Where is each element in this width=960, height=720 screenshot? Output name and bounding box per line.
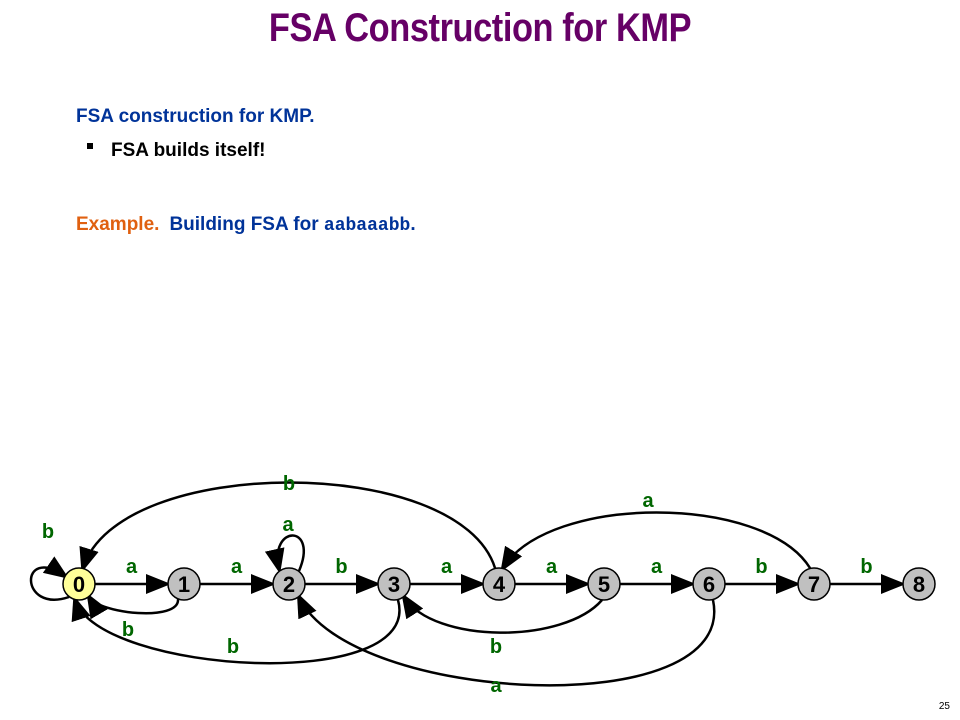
state-3 <box>377 567 411 601</box>
back-edge-7-4 <box>500 511 812 573</box>
edge-label-5-6: a <box>651 556 663 578</box>
edge-label-6-7: b <box>755 556 767 578</box>
edge-label-4-5: a <box>546 556 558 578</box>
edge-label-7-8: b <box>860 556 872 578</box>
back-edge-1-0 <box>86 592 180 620</box>
state-label-1: 1 <box>178 572 190 597</box>
back-edge-label-4-0: b <box>283 473 295 495</box>
bullet-marker <box>87 143 93 149</box>
state-label-7: 7 <box>808 572 820 597</box>
state-6 <box>692 567 726 601</box>
back-edge-label-5-3: b <box>490 636 502 658</box>
edge-label-2-3: b <box>335 556 347 578</box>
state-label-3: 3 <box>388 572 400 597</box>
back-edge-label-6-2: a <box>490 675 502 697</box>
page-number: 25 <box>938 701 950 712</box>
back-edge-6-2 <box>296 592 716 687</box>
state-1 <box>167 567 201 601</box>
state-8 <box>902 567 936 601</box>
state-0 <box>62 567 96 601</box>
edge-label-3-4: a <box>441 556 453 578</box>
state-2 <box>272 567 306 601</box>
state-label-6: 6 <box>703 572 715 597</box>
slide-title: FSA Construction for KMP <box>268 6 692 50</box>
self-loop-label-2: a <box>282 514 294 536</box>
back-edge-label-3-0: b <box>227 636 239 658</box>
self-loop-2 <box>264 534 305 574</box>
example-line: Example. Building FSA for aabaaabb. <box>76 214 416 236</box>
transition-edges <box>29 481 906 687</box>
state-label-4: 4 <box>493 572 506 597</box>
state-nodes: 0 1 2 3 4 5 6 7 8 <box>62 567 936 601</box>
back-edge-3-0 <box>71 595 401 665</box>
self-loop-0 <box>29 556 70 601</box>
edge-label-0-1: a <box>126 556 138 578</box>
intro-line: FSA construction for KMP. <box>76 106 315 127</box>
example-pattern: aabaaabb <box>323 216 411 236</box>
state-label-0: 0 <box>73 572 85 597</box>
self-loop-label-0: b <box>42 521 54 543</box>
example-label: Example. <box>76 214 160 235</box>
state-7 <box>797 567 831 601</box>
back-edge-5-3 <box>401 592 603 634</box>
bullet-text: FSA builds itself! <box>111 140 266 161</box>
state-5 <box>587 567 621 601</box>
state-label-2: 2 <box>283 572 295 597</box>
example-text: Building FSA for <box>169 214 324 235</box>
state-label-5: 5 <box>598 572 610 597</box>
state-4 <box>482 567 516 601</box>
example-period: . <box>410 214 416 235</box>
back-edge-4-0 <box>79 481 497 573</box>
back-edge-label-7-4: a <box>642 490 654 512</box>
back-edge-label-1-0: b <box>122 619 134 641</box>
state-label-8: 8 <box>913 572 925 597</box>
edge-label-1-2: a <box>231 556 243 578</box>
